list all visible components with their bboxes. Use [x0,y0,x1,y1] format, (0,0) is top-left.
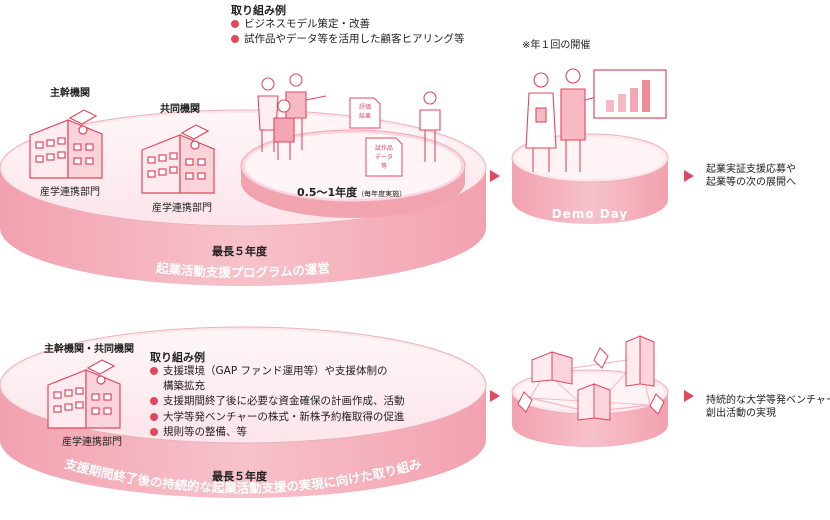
lower-orgs-label: 主幹機関・共同機関 [44,344,134,355]
arrow-icon [490,170,500,182]
university-building-icon [141,124,215,194]
bar-chart-board-icon [593,69,667,119]
ecosystem-result: 持続的な大学等発ベンチャー 創出活動の実現 [706,394,830,420]
lower-dept-label: 産学連携部門 [62,437,122,448]
period-value: 0.5〜1年度 [297,186,358,199]
upper-max-years: 最長５年度 [212,245,267,258]
demo-day-result-line: 起業実証支援応募や [706,164,796,175]
doc-proto-line3: 等 [381,162,387,170]
people-group-icon [257,73,441,162]
lower-max-years: 最長５年度 [212,470,267,483]
university-building-icon [29,109,103,179]
tower-icon [625,335,655,387]
ecosystem-result-line: 創出活動の実現 [706,408,776,419]
rocket-icon [649,393,665,415]
arrow-icon [684,390,694,402]
rocket-icon [593,347,609,369]
ecosystem-result-line: 持続的な大学等発ベンチャー [706,395,830,406]
university-building-icon [47,359,121,429]
annual-note: ※年１回の開催 [522,40,591,51]
arrow-icon [490,390,500,402]
ecosystem-network-icon [517,335,665,421]
lead-org-label: 主幹機関 [50,88,90,99]
demo-day-label: Demo Day [552,207,629,221]
joint-org-label: 共同機関 [160,104,200,115]
period-note: （毎年度実施） [357,190,407,198]
lower-example-item: 規則等の整備、等 [150,425,405,440]
lower-example-heading: 取り組み例 [150,351,205,364]
lower-example-item: 支援期間終了後に必要な資金確保の計画作成、活動 [150,394,405,409]
upper-platform [0,109,487,286]
lower-example-item-continued: 構築拡充 [163,380,205,393]
upper-band-label: 起業活動支援プログラムの運営 [154,260,330,280]
period-label: 0.5〜1年度（毎年度実施） [297,186,406,200]
building-icon [531,351,573,385]
evaluation-document-icon: 評価 結果 [349,97,381,129]
doc-proto-line2: データ [375,153,393,161]
office-icon [577,383,611,421]
demo-day-result-line: 起業等の次の展開へ [706,177,796,188]
doc-eval-line1: 評価 [359,103,371,111]
top-example-list: ビジネスモデル策定・改善 試作品やデータ等を活用した顧客ヒアリング等 [231,17,465,47]
top-example-item: ビジネスモデル策定・改善 [231,17,465,32]
lower-platform [0,326,487,498]
joint-dept-label: 産学連携部門 [152,203,212,214]
upper-band-text: 起業活動支援プログラムの運営 [154,260,330,280]
top-example-heading: 取り組み例 [231,4,286,17]
demo-day-result: 起業実証支援応募や 起業等の次の展開へ [706,163,796,189]
lead-dept-label: 産学連携部門 [40,187,100,198]
doc-proto-line1: 試作品 [375,144,393,152]
arrow-icon [684,170,694,182]
lower-example-list: 支援環境（GAP ファンド運用等）や支援体制の 構築拡充 支援期間終了後に必要な… [150,364,405,440]
doc-eval-line2: 結果 [359,112,371,120]
presenters-icon [525,68,601,172]
lower-example-item: 支援環境（GAP ファンド運用等）や支援体制の [150,364,405,379]
prototype-data-document-icon: 試作品 データ 等 [365,137,403,177]
top-example-item: 試作品やデータ等を活用した顧客ヒアリング等 [231,32,465,47]
rocket-icon [517,391,533,413]
lower-example-item: 大学等発ベンチャーの株式・新株予約権取得の促進 [150,410,405,425]
